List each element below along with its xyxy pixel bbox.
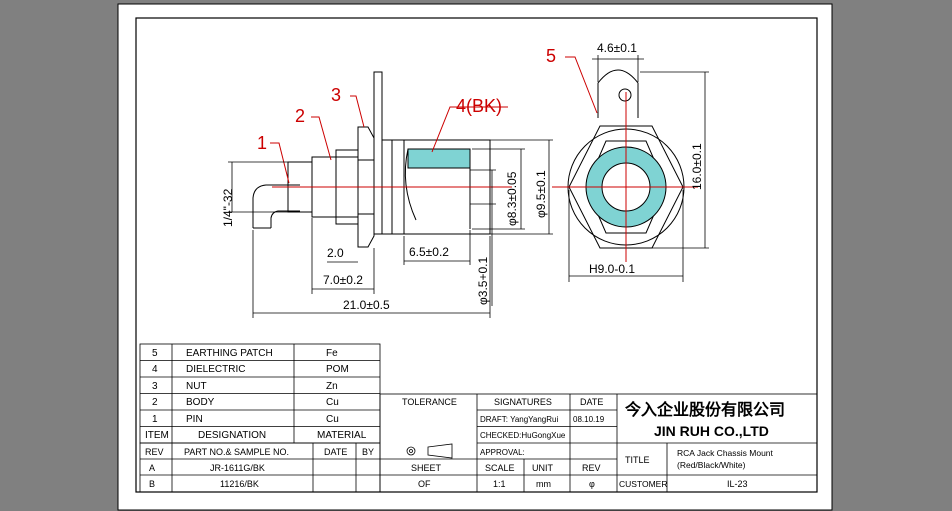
- rev-value: φ: [589, 479, 595, 489]
- bom-table: [139, 343, 381, 493]
- company-name-cn: 今入企业股份有限公司: [624, 400, 785, 419]
- title-block-texts: TOLERANCE SIGNATURES DATE DRAFT: YangYan…: [402, 397, 785, 489]
- drawing-sheet: [117, 3, 833, 511]
- center-lines-front: [552, 92, 698, 262]
- callout-1: 1: [257, 133, 267, 153]
- bom-designation-1: PIN: [186, 414, 203, 425]
- front-dimension-lines: [568, 55, 709, 282]
- dim-4-6: 4.6±0.1: [597, 41, 637, 55]
- callout-labels: 1 2 3 4(BK) 5: [257, 46, 556, 153]
- title-line-1: RCA Jack Chassis Mount: [677, 448, 774, 458]
- sheet-value: OF: [418, 479, 431, 489]
- bom-material-3: Zn: [326, 381, 338, 392]
- dim-thread: 1/4"-32: [221, 188, 235, 227]
- bom-designation-3: NUT: [186, 381, 207, 392]
- rev-row-a: A: [149, 463, 155, 473]
- bom-header-material: MATERIAL: [317, 430, 367, 441]
- pin-elbow: [252, 184, 300, 228]
- title-label: TITLE: [625, 455, 650, 465]
- bom-designation-2: BODY: [186, 397, 215, 408]
- bom-material-2: Cu: [326, 397, 339, 408]
- checked-by: CHECKED:HuGongXue: [480, 431, 566, 440]
- title-block: [379, 393, 818, 493]
- draft-by: DRAFT: YangYangRui: [480, 415, 558, 424]
- bom-item-5: 5: [152, 348, 158, 359]
- approval: APPROVAL:: [480, 448, 525, 457]
- dim-h9: H9.0-0.1: [589, 262, 635, 276]
- pin-inner: [270, 210, 300, 228]
- callout-2: 2: [295, 106, 305, 126]
- bom-texts: 5 EARTHING PATCH Fe 4 DIELECTRIC POM 3 N…: [145, 348, 374, 489]
- side-dimension-lines: [228, 139, 553, 318]
- sheet-label: SHEET: [411, 463, 442, 473]
- rev-header-by: BY: [362, 447, 374, 457]
- nut: [357, 126, 375, 248]
- company-name-en: JIN RUH CO.,LTD: [654, 423, 769, 439]
- signatures-label: SIGNATURES: [494, 397, 552, 407]
- dim-2: 2.0: [327, 246, 344, 260]
- dielectric-fill: [407, 148, 471, 169]
- bom-item-2: 2: [152, 397, 158, 408]
- customer-value: IL-23: [727, 479, 748, 489]
- dim-21: 21.0±0.5: [343, 298, 390, 312]
- unit-label: UNIT: [532, 463, 553, 473]
- dim-phi-9-5: φ9.5±0.1: [534, 170, 548, 218]
- dim-6-5: 6.5±0.2: [409, 245, 449, 259]
- earthing-tab: [597, 69, 639, 118]
- callout-3: 3: [331, 85, 341, 105]
- callout-4: 4(BK): [456, 96, 502, 116]
- draft-date: 08.10.19: [573, 415, 605, 424]
- rev-header-rev: REV: [145, 447, 164, 457]
- bom-item-4: 4: [152, 364, 158, 375]
- bom-material-5: Fe: [326, 348, 338, 359]
- rev-part-b: 11216/BK: [220, 479, 259, 489]
- bom-designation-4: DIELECTRIC: [186, 364, 245, 375]
- callout-5: 5: [546, 46, 556, 66]
- bom-designation-5: EARTHING PATCH: [186, 348, 273, 359]
- bom-header-item: ITEM: [145, 430, 169, 441]
- bom-item-1: 1: [152, 414, 158, 425]
- front-dimension-texts: 4.6±0.1 H9.0-0.1 16.0±0.1: [589, 41, 704, 276]
- rev-header-part: PART NO.& SAMPLE NO.: [184, 447, 289, 457]
- title-line-2: (Red/Black/White): [677, 460, 746, 470]
- scale-label: SCALE: [485, 463, 515, 473]
- side-view: [252, 71, 491, 248]
- dim-16: 16.0±0.1: [690, 143, 704, 190]
- bom-header-designation: DESIGNATION: [198, 430, 266, 441]
- side-dimension-texts: 1/4"-32 2.0 7.0±0.2 21.0±0.5 6.5±0.2 φ3.…: [221, 170, 548, 312]
- customer-label: CUSTOMER: [619, 479, 668, 489]
- tolerance-label: TOLERANCE: [402, 397, 457, 407]
- bom-item-3: 3: [152, 381, 158, 392]
- dim-phi-3-5: φ3.5+0.1: [476, 257, 490, 305]
- callout-leaders: [270, 56, 598, 184]
- rev-header-date: DATE: [324, 447, 347, 457]
- bom-material-1: Cu: [326, 414, 339, 425]
- rev-label: REV: [582, 463, 601, 473]
- date-label: DATE: [580, 397, 603, 407]
- scale-value: 1:1: [493, 479, 506, 489]
- unit-value: mm: [536, 479, 551, 489]
- rev-part-a: JR-1611G/BK: [210, 463, 265, 473]
- rev-row-b: B: [149, 479, 155, 489]
- dim-7: 7.0±0.2: [323, 273, 363, 287]
- dim-phi-8-3: φ8.3±0.05: [505, 171, 519, 226]
- bom-material-4: POM: [326, 364, 349, 375]
